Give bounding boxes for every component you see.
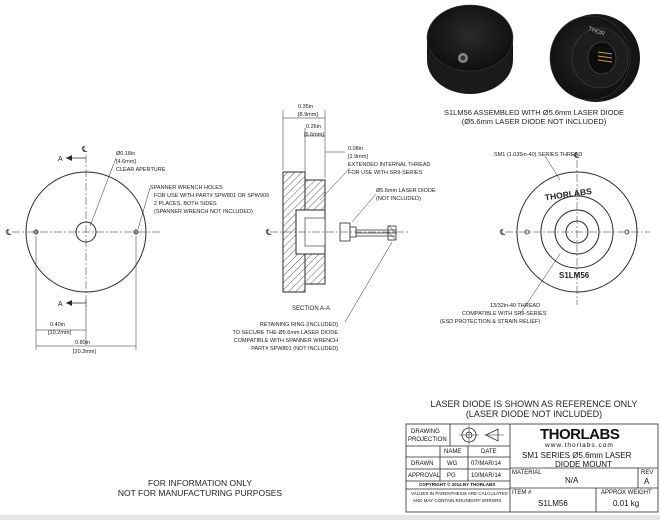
col-name: NAME bbox=[444, 449, 462, 455]
aperture-dim: Ø0.18in bbox=[116, 151, 135, 157]
projection-label-1: DRAWING bbox=[411, 429, 440, 435]
spanner-note-2: FOR USE WITH PART# SPW801 OR SPW909 bbox=[154, 193, 269, 199]
window-bottom-edge bbox=[0, 515, 660, 520]
centerline-symbol-left: ℄ bbox=[5, 228, 12, 237]
section-marker-top: A bbox=[58, 156, 63, 163]
drawn-name: WG bbox=[447, 461, 458, 467]
title-line-2: DIODE MOUNT bbox=[555, 460, 612, 469]
centerline-symbol-right-left: ℄ bbox=[499, 228, 506, 237]
thorlabs-logo: THORLABS bbox=[540, 426, 620, 443]
dim-008: 0.08in bbox=[348, 146, 363, 152]
dim-035: 0.35in bbox=[298, 104, 313, 110]
dim-080-mm: [20.3mm] bbox=[73, 349, 96, 355]
website: www.thorlabs.com bbox=[545, 442, 614, 449]
info-note-1: FOR INFORMATION ONLY bbox=[148, 478, 252, 488]
render-caption-line1: S1LM56 ASSEMBLED WITH Ø5.6mm LASER DIODE bbox=[444, 108, 624, 117]
thread-note-2: FOR USE WITH SR9-SERIES bbox=[348, 170, 423, 176]
weight-value: 0.01 kg bbox=[613, 499, 640, 508]
title-line-1: SM1 SERIES Ø5.6mm LASER bbox=[522, 451, 632, 460]
centerline-symbol-section: ℄ bbox=[265, 228, 272, 237]
reference-note-1: LASER DIODE IS SHOWN AS REFERENCE ONLY bbox=[431, 399, 638, 409]
copyright: COPYRIGHT © 2014 BY THORLABS bbox=[419, 482, 496, 487]
approval-date: 10/MAR/14 bbox=[471, 473, 502, 479]
weight-label: APPROX WEIGHT bbox=[601, 490, 652, 496]
dim-040-mm: [10.2mm] bbox=[48, 330, 71, 336]
spanner-note-1: SPANNER WRENCH HOLES bbox=[150, 185, 223, 191]
front-view-left bbox=[12, 155, 160, 350]
material-label: MATERIAL bbox=[512, 470, 542, 476]
reference-note-2: (LASER DIODE NOT INCLUDED) bbox=[466, 409, 602, 419]
drawn-label: DRAWN bbox=[411, 461, 434, 467]
diode-note-1: Ø5.6mm LASER DIODE bbox=[376, 188, 436, 194]
title-block bbox=[405, 423, 659, 513]
approval-name: PG bbox=[447, 473, 456, 479]
engraved-part: S1LM56 bbox=[559, 271, 590, 280]
diode-note-2: (NOT INCLUDED) bbox=[376, 196, 421, 202]
centerline-symbol-right-top: ℄ bbox=[573, 151, 580, 160]
engraved-brand: THORLABS bbox=[544, 186, 592, 203]
rev-value: A bbox=[644, 477, 650, 486]
centerline-symbol: ℄ bbox=[81, 145, 88, 154]
ring-note-1: RETAINING RING (INCLUDED) bbox=[260, 322, 338, 328]
col-date: DATE bbox=[481, 449, 497, 455]
ring-note-2: TO SECURE THE Ø5.6mm LASER DIODE bbox=[232, 330, 338, 336]
thread2-note-1: 13/32in-40 THREAD bbox=[490, 303, 540, 309]
thread2-note-3: (ESD PROTECTION & STRAIN RELIEF) bbox=[440, 319, 540, 325]
render-caption-line2: (Ø5.6mm LASER DIODE NOT INCLUDED) bbox=[462, 117, 607, 126]
rev-label: REV bbox=[641, 470, 654, 476]
dim-035-mm: [8.9mm] bbox=[298, 112, 318, 118]
svg-text:THOR: THOR bbox=[587, 26, 606, 38]
dim-008-mm: [1.9mm] bbox=[348, 154, 368, 160]
item-value: S1LM56 bbox=[538, 499, 568, 508]
dim-026: 0.26in bbox=[306, 124, 321, 130]
thread-note-1: EXTENDED INTERNAL THREAD bbox=[348, 162, 431, 168]
front-view-right bbox=[505, 155, 650, 315]
values-note-1: VALUES IN PARENTHESIS ARE CALCULATED bbox=[411, 491, 508, 496]
approval-label: APPROVAL bbox=[408, 473, 440, 479]
material-value: N/A bbox=[565, 476, 579, 485]
ring-note-4: PART# SPW801 (NOT INCLUDED) bbox=[251, 346, 338, 352]
projection-label-2: PROJECTION bbox=[408, 437, 447, 443]
dim-026-mm: [6.6mm] bbox=[304, 132, 324, 138]
sm1-thread-note: SM1 (1.035in-40) SERIES THREAD bbox=[494, 152, 582, 158]
product-render: THOR bbox=[426, 4, 640, 102]
ring-note-3: COMPATIBLE WITH SPANNER WRENCH bbox=[234, 338, 338, 344]
dim-040: 0.40in bbox=[50, 322, 65, 328]
values-note-2: AND MAY CONTAIN ROUNDOFF ERRORS bbox=[413, 498, 502, 503]
section-view bbox=[270, 110, 410, 323]
render-puck-front: THOR bbox=[549, 14, 640, 102]
aperture-dim-mm: [4.6mm] bbox=[116, 159, 136, 165]
spanner-note-4: (SPANNER WRENCH NOT INCLUDED) bbox=[154, 209, 253, 215]
item-label: ITEM # bbox=[512, 490, 532, 496]
section-label: SECTION A-A bbox=[292, 306, 330, 312]
thread2-note-2: COMPATIBLE WITH SR9-SERIES bbox=[462, 311, 547, 317]
aperture-label: CLEAR APERTURE bbox=[116, 167, 166, 173]
drawn-date: 07/MAR/14 bbox=[471, 461, 502, 467]
dim-080: 0.80in bbox=[75, 340, 90, 346]
info-note-2: NOT FOR MANUFACTURING PURPOSES bbox=[118, 488, 283, 498]
render-puck-back bbox=[426, 4, 514, 94]
section-marker-bottom: A bbox=[58, 301, 63, 308]
spanner-note-3: 2 PLACES, BOTH SIDES bbox=[154, 201, 217, 207]
